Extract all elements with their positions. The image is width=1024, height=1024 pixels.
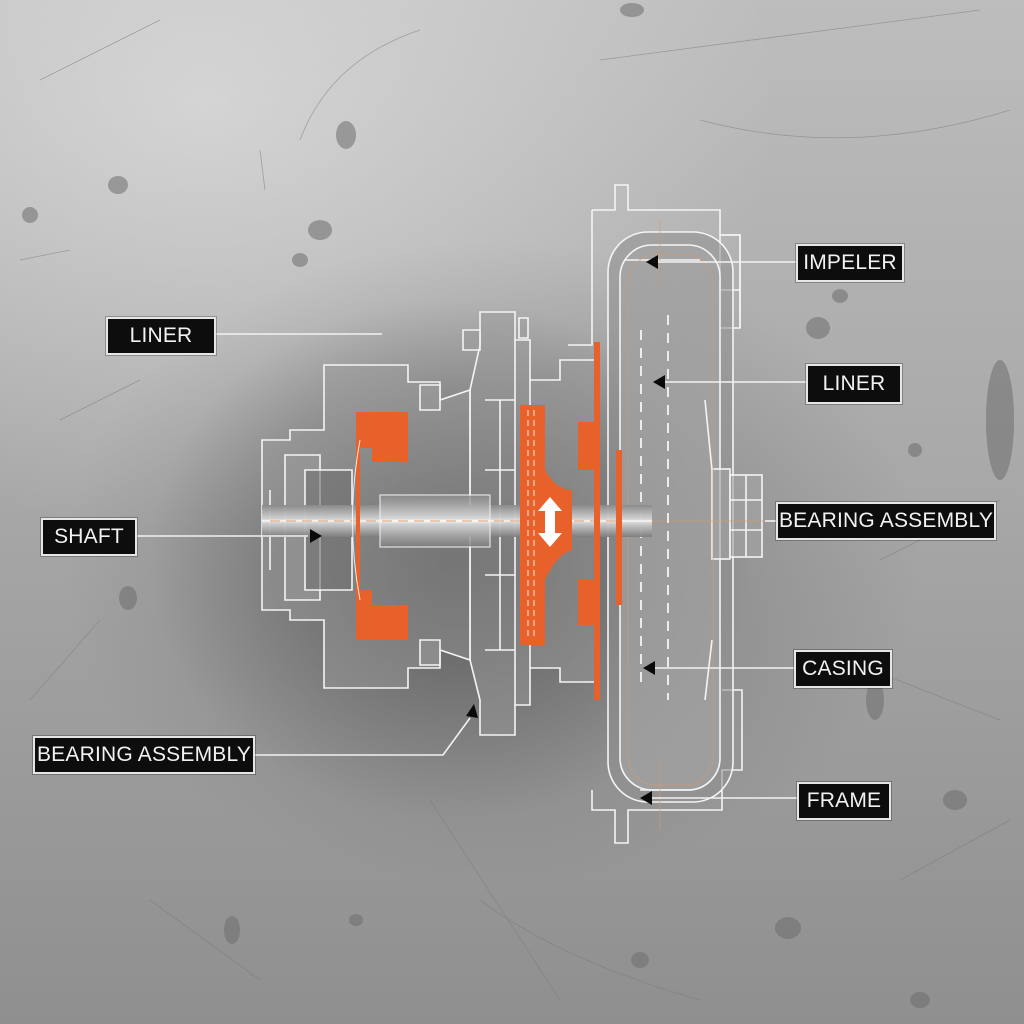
label-bearing-assembly-right: BEARING ASSEMBLY	[776, 502, 996, 540]
label-bearing-assembly-left: BEARING ASSEMBLY	[33, 736, 255, 774]
label-casing: CASING	[794, 650, 892, 688]
arrowhead-icons	[310, 255, 665, 805]
label-liner-right: LINER	[806, 364, 902, 404]
label-frame: FRAME	[797, 782, 891, 820]
movement-arrow-icon	[538, 497, 562, 547]
label-impeler: IMPELER	[796, 244, 904, 282]
label-shaft: SHAFT	[41, 518, 137, 556]
label-liner-left: LINER	[106, 317, 216, 355]
